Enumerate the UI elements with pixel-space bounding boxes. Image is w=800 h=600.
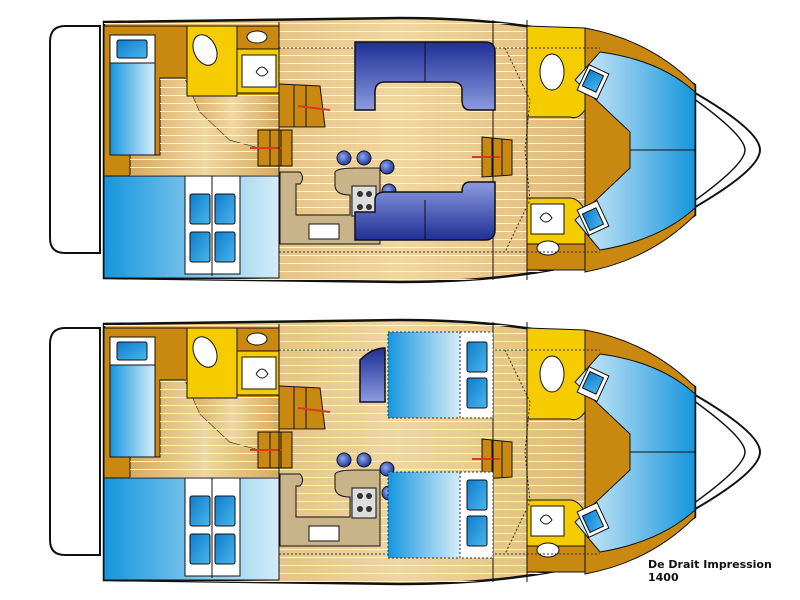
- model-caption: De Drait Impression 1400: [648, 558, 772, 584]
- layout-top: [48, 16, 762, 284]
- layout-bottom: [48, 318, 762, 586]
